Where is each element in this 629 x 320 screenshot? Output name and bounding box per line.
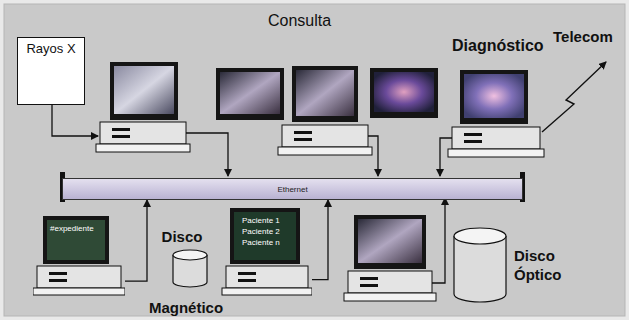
bus-connector <box>312 200 328 280</box>
text-label: Diagnóstico <box>452 37 544 55</box>
node-text: #expediente <box>50 224 125 233</box>
node-text: Paciente 2 <box>242 226 312 237</box>
magnetic-disk: DiscoMagnético <box>142 228 230 316</box>
text-label: Consulta <box>268 12 331 30</box>
label-holder: Telecom <box>553 28 613 45</box>
label-holder: Consulta <box>268 12 331 30</box>
node-text: Magnético <box>149 299 223 316</box>
node-text: Disco Óptico <box>514 246 572 284</box>
label-holder: Diagnóstico <box>452 37 544 55</box>
ethernet-bus: Ethernet <box>62 178 523 200</box>
source-box: Rayos X <box>17 37 85 105</box>
workstation: #expediente <box>33 214 125 298</box>
node-text: Disco <box>162 228 203 245</box>
workstation: Paciente 1Paciente 2Paciente n <box>220 206 312 298</box>
bus-connector <box>125 200 147 281</box>
node-text: Ethernet <box>277 182 307 198</box>
text-label: Telecom <box>553 28 613 45</box>
node-text: Rayos X <box>20 41 82 56</box>
optical-disk: Disco Óptico <box>450 226 572 306</box>
node-text: Paciente n <box>242 237 312 248</box>
node-text: Paciente 1 <box>242 215 312 226</box>
